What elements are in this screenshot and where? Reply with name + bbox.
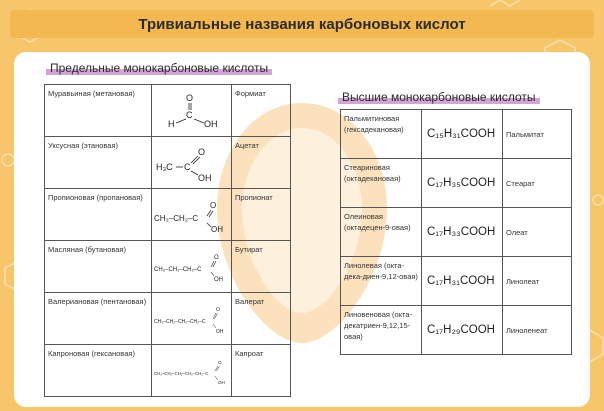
acid-name: Пальмитиновая (гексадекановая)	[340, 109, 422, 159]
formula-atom: O	[216, 307, 220, 313]
formula-atom: O	[214, 255, 219, 261]
formula-atom: H	[168, 119, 175, 129]
formula-atom: OH	[211, 225, 223, 234]
acid-name: Олеиновая (октадецен-9-овая)	[340, 207, 422, 257]
formula-atom: C	[184, 162, 191, 172]
table-row: Пальмитиновая (гексадекановая) C₁₅H₃₁COO…	[340, 109, 572, 159]
table-row: Линовеновая (окта-декатриен-9,12,15-овая…	[340, 305, 572, 355]
molecular-formula: C₁₇H₃₅COOH	[421, 158, 503, 208]
structural-formula: CH₃–CH₂–C O OH	[151, 188, 232, 241]
formula-chain: CH₃–CH₂–CH₂–CH₂–CH₂–C	[154, 371, 209, 376]
formula-atom: O	[186, 93, 193, 103]
salt-name: Бутират	[231, 240, 291, 293]
salt-name: Формиат	[231, 84, 291, 137]
structural-formula: CH₃–CH₂–CH₂–CH₂–CH₂–C O OH	[151, 344, 232, 397]
formula-atom: OH	[218, 380, 225, 385]
higher-acids-table: Пальмитиновая (гексадекановая) C₁₅H₃₁COO…	[340, 109, 572, 355]
title-bar: Тривиальные названия карбоновых кислот	[10, 10, 594, 38]
structural-formula: H C O OH	[151, 84, 232, 137]
acid-name: Капроновая (гексановая)	[44, 344, 152, 397]
formula-chain: CH₃–CH₂–CH₂–CH₂–C	[154, 319, 206, 325]
salt-name: Ацетат	[231, 136, 291, 189]
structural-formula: H₃C C O OH	[151, 136, 232, 189]
molecular-formula: C₁₇H₃₁COOH	[421, 256, 503, 306]
salt-name: Капроат	[231, 344, 291, 397]
salt-name: Линоленеат	[502, 305, 572, 355]
formula-atom: O	[198, 147, 205, 157]
formula-atom: O	[210, 201, 216, 210]
table-row: Пропионовая (пропановая) CH₃–CH₂–C O OH …	[44, 188, 291, 241]
molecular-formula: C₁₇H₂₉COOH	[421, 305, 503, 355]
saturated-heading: Предельные монокарбоновые кислоты	[46, 62, 273, 75]
structural-formula: CH₃–CH₂–CH₂–C O OH	[151, 240, 232, 293]
table-row: Масляная (бутановая) CH₃–CH₂–CH₂–C O OH …	[44, 240, 291, 293]
salt-name: Олеат	[502, 207, 572, 257]
acid-name: Линовеновая (окта-декатриен-9,12,15-овая…	[340, 305, 422, 355]
formula-chain: CH₃–CH₂–C	[154, 214, 198, 223]
saturated-acids-table: Муравьиная (метановая) H C O OH Формиат …	[44, 84, 291, 397]
table-row: Валериановая (пентановая) CH₃–CH₂–CH₂–CH…	[44, 292, 291, 345]
acid-name: Муравьиная (метановая)	[44, 84, 152, 137]
formula-atom: OH	[216, 329, 224, 335]
table-row: Линолевая (окта-дека-диен-9,12-овая) C₁₇…	[340, 256, 572, 306]
table-row: Капроновая (гексановая) CH₃–CH₂–CH₂–CH₂–…	[44, 344, 291, 397]
molecular-formula: C₁₇H₃₃COOH	[421, 207, 503, 257]
structural-formula: CH₃–CH₂–CH₂–CH₂–C O OH	[151, 292, 232, 345]
formula-atom: OH	[204, 119, 218, 129]
salt-name: Пропионат	[231, 188, 291, 241]
acid-name: Линолевая (окта-дека-диен-9,12-овая)	[340, 256, 422, 306]
acid-name: Стеариновая (октадекановая)	[340, 158, 422, 208]
table-row: Стеариновая (октадекановая) C₁₇H₃₅COOH С…	[340, 158, 572, 208]
formula-chain: CH₃–CH₂–CH₂–C	[154, 267, 202, 273]
salt-name: Пальмитат	[502, 109, 572, 159]
formula-atom: C	[186, 110, 193, 120]
table-row: Муравьиная (метановая) H C O OH Формиат	[44, 84, 291, 137]
acid-name: Уксусная (этановая)	[44, 136, 152, 189]
salt-name: Валерат	[231, 292, 291, 345]
table-row: Олеиновая (октадецен-9-овая) C₁₇H₃₃COOH …	[340, 207, 572, 257]
formula-atom: O	[218, 360, 222, 365]
acid-name: Валериановая (пентановая)	[44, 292, 152, 345]
page-title: Тривиальные названия карбоновых кислот	[138, 15, 466, 33]
formula-atom: OH	[198, 173, 212, 183]
salt-name: Линолеат	[502, 256, 572, 306]
formula-atom: OH	[214, 277, 223, 283]
molecular-formula: C₁₅H₃₁COOH	[421, 109, 503, 159]
table-row: Уксусная (этановая) H₃C C O OH Ацетат	[44, 136, 291, 189]
acid-name: Пропионовая (пропановая)	[44, 188, 152, 241]
salt-name: Стеарат	[502, 158, 572, 208]
formula-atom: H₃C	[156, 162, 173, 172]
acid-name: Масляная (бутановая)	[44, 240, 152, 293]
higher-heading: Высшие монокарбоновые кислоты	[338, 91, 540, 104]
